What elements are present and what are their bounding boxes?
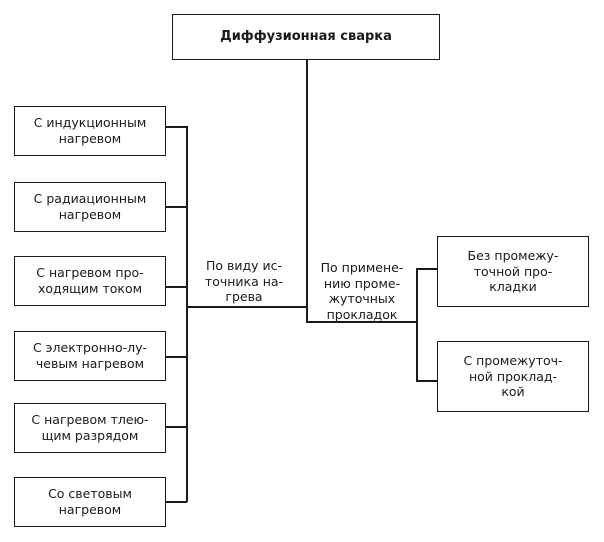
connector-title-to-heat-branch [186,306,307,308]
heat-source-box-induction: С индукционным нагревом [14,106,166,156]
diffusion-welding-title-box: Диффузионная сварка [172,14,440,60]
heat-source-box-passing-current: С нагревом про- ходящим током [14,256,166,306]
heat-source-box-electron-beam: С электронно-лу- чевым нагревом [14,331,166,381]
heat-source-box-glow-discharge: С нагревом тлею- щим разрядом [14,403,166,453]
connector-title-stem [306,60,308,322]
interlayer-tick-2 [416,380,437,382]
interlayer-tick-1 [416,268,437,270]
heat-source-tick-6 [166,501,187,503]
connector-title-to-interlayer-branch [306,321,416,323]
heat-source-bracket-spine [186,126,188,502]
criterion-label-interlayer: По примене- нию проме- жуточных прокладо… [320,260,404,322]
heat-source-tick-1 [166,126,187,128]
interlayer-bracket-spine [416,268,418,381]
heat-source-tick-5 [166,426,187,428]
heat-source-tick-3 [166,286,187,288]
heat-source-tick-4 [166,356,187,358]
criterion-label-heat-source: По виду ис- точника на- грева [192,258,296,305]
heat-source-box-radiation: С радиационным нагревом [14,182,166,232]
interlayer-box-without: Без промежу- точной про- кладки [437,236,589,307]
heat-source-box-light: Со световым нагревом [14,477,166,527]
interlayer-box-with: С промежуточ- ной проклад- кой [437,341,589,412]
heat-source-tick-2 [166,206,187,208]
